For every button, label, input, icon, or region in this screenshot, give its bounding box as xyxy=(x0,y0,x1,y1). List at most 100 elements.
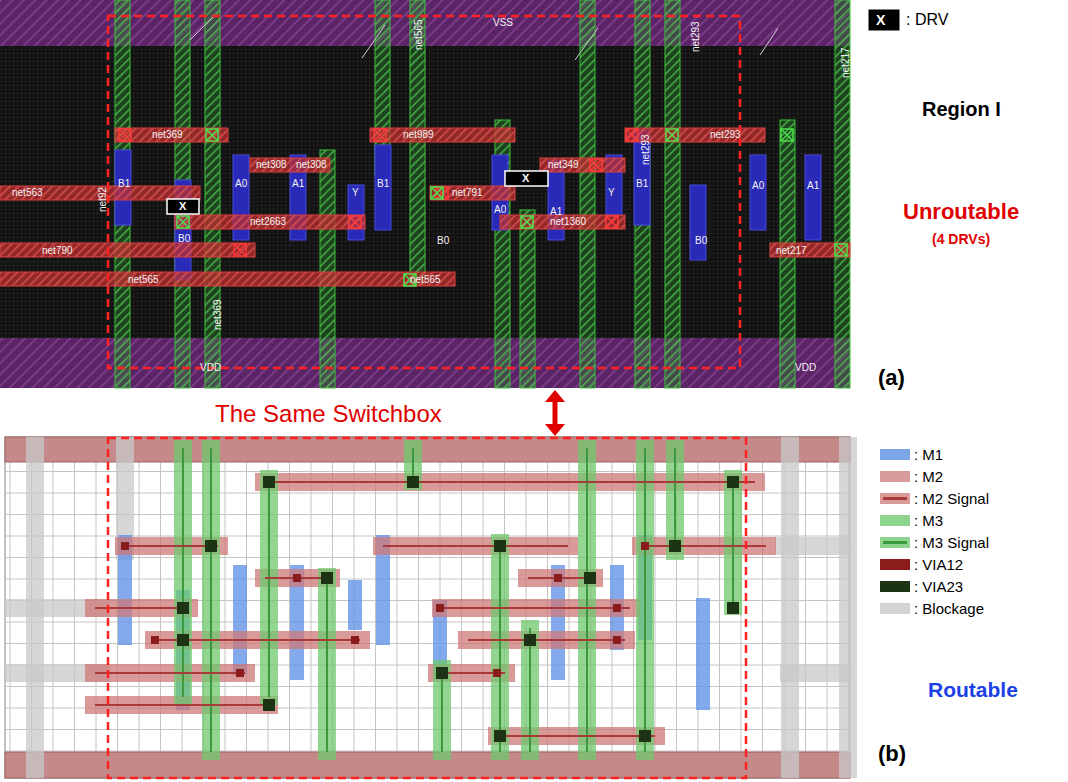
m2-signal xyxy=(383,545,568,547)
net-label: net217 xyxy=(776,245,807,256)
legend-row: : M1 xyxy=(880,446,943,463)
legend-row: : M3 Signal xyxy=(880,534,989,551)
m1-pin xyxy=(805,155,821,240)
m3-wire xyxy=(835,0,850,388)
via-mark xyxy=(206,129,218,141)
via23 xyxy=(669,540,681,552)
legend-text: : M2 Signal xyxy=(914,490,989,507)
blockage xyxy=(780,664,850,682)
net-label: net293 xyxy=(640,134,651,165)
net-label: A1 xyxy=(807,180,819,191)
via-mark xyxy=(119,129,131,141)
m3-wire xyxy=(635,0,650,388)
net-label: B0 xyxy=(695,235,707,246)
annotation-label: Unroutable xyxy=(903,200,1019,224)
via23 xyxy=(727,602,739,614)
m2-wire xyxy=(540,158,625,172)
net-label: net92 xyxy=(97,187,108,212)
flight-line xyxy=(575,28,598,60)
legend-swatch xyxy=(880,515,910,526)
flight-line xyxy=(760,28,778,55)
legend-row: : VIA12 xyxy=(880,556,963,573)
m3-wire xyxy=(520,210,535,388)
m3-wire xyxy=(580,0,595,388)
m2-signal xyxy=(95,672,245,674)
via12 xyxy=(236,669,244,677)
via-mark xyxy=(781,129,793,141)
net-label: B1 xyxy=(118,178,130,189)
net-label: net308 xyxy=(256,159,287,170)
grid-line xyxy=(5,751,850,752)
m2-signal xyxy=(265,481,755,483)
grid-background xyxy=(5,437,850,778)
net-label: Y xyxy=(352,187,359,198)
via12 xyxy=(613,636,621,644)
net-label: net565 xyxy=(410,274,441,285)
power-rail xyxy=(5,752,850,778)
net-label: net1360 xyxy=(550,216,586,227)
m3-signal xyxy=(210,448,212,752)
flight-line xyxy=(362,25,385,58)
via12 xyxy=(293,574,301,582)
via23 xyxy=(321,572,333,584)
legend-swatch xyxy=(880,537,910,548)
via-mark xyxy=(521,216,533,228)
annotation-label: Region I xyxy=(922,98,1001,120)
drv-swatch xyxy=(868,9,900,31)
via23 xyxy=(407,476,419,488)
via23 xyxy=(263,476,275,488)
annotation-label: X xyxy=(876,13,885,28)
net-label: Y xyxy=(608,187,615,198)
net-label: net565 xyxy=(128,274,159,285)
m2-signal xyxy=(468,639,625,641)
via-mark xyxy=(521,216,533,228)
m1-pin xyxy=(750,155,766,230)
drv-box xyxy=(505,171,548,186)
m3-shape xyxy=(666,440,684,560)
legend-row: : M2 Signal xyxy=(880,490,989,507)
via23 xyxy=(584,572,596,584)
via-mark xyxy=(374,129,386,141)
m2-wire xyxy=(0,243,255,257)
via23 xyxy=(263,699,275,711)
via23 xyxy=(524,634,536,646)
m2-signal xyxy=(125,545,218,547)
via23 xyxy=(436,667,448,679)
legend-text: : M2 xyxy=(914,468,943,485)
net-label: net293 xyxy=(710,129,741,140)
m1-pin xyxy=(690,185,706,260)
legend-text: : M3 Signal xyxy=(914,534,989,551)
legend-row: : Blockage xyxy=(880,600,984,617)
legend-text: : DRV xyxy=(906,11,948,29)
m2-wire xyxy=(770,243,850,257)
m3-shape xyxy=(491,534,509,760)
via-mark xyxy=(349,216,361,228)
via-mark xyxy=(349,216,361,228)
via-mark xyxy=(206,129,218,141)
legend-swatch xyxy=(880,559,910,570)
net-label: VDD xyxy=(795,362,816,373)
net-label: net563 xyxy=(12,187,43,198)
m2-shape xyxy=(458,631,635,649)
legend-swatch xyxy=(880,449,910,460)
m2-signal xyxy=(642,545,766,547)
via-mark xyxy=(234,244,246,256)
via-mark xyxy=(234,244,246,256)
grid-line xyxy=(5,729,850,730)
via-mark xyxy=(666,129,678,141)
legend-text: : VIA23 xyxy=(914,578,963,595)
net-label: net790 xyxy=(42,245,73,256)
legend-row: : M2 xyxy=(880,468,943,485)
via-mark xyxy=(835,244,847,256)
m1-pin xyxy=(348,185,364,240)
net-label: A0 xyxy=(494,204,506,215)
m3-signal xyxy=(732,478,734,607)
via23 xyxy=(639,730,651,742)
via12 xyxy=(613,604,621,612)
via-mark xyxy=(590,159,602,171)
grid-line xyxy=(5,686,850,687)
grid-line xyxy=(805,437,806,778)
net-label: net989 xyxy=(403,129,434,140)
via-mark xyxy=(666,129,678,141)
